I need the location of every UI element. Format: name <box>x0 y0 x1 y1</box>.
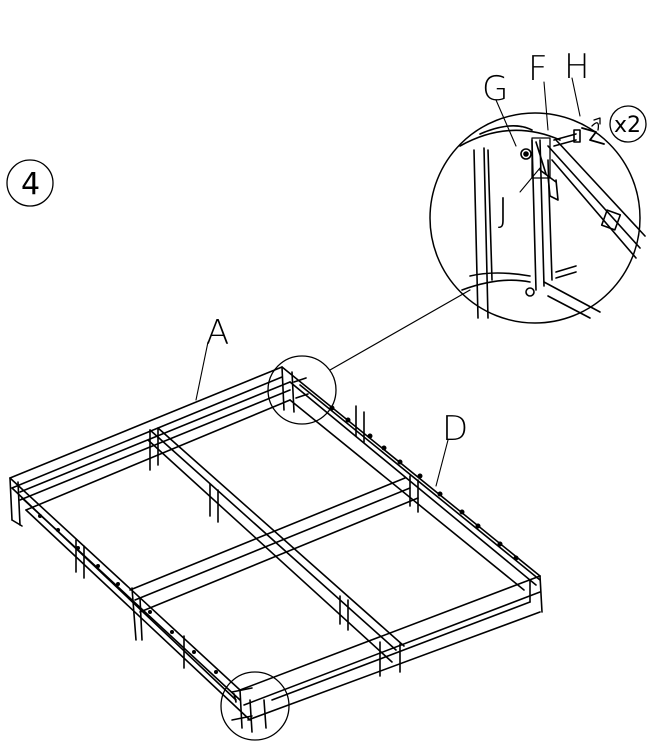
support-block-3 <box>209 483 219 523</box>
support-block-4 <box>339 595 349 631</box>
support-block-1 <box>75 539 85 579</box>
detail-leader-line <box>329 289 471 371</box>
center-spine <box>147 427 405 663</box>
corner-post-front <box>239 689 267 733</box>
back-corner-bolts <box>293 377 309 399</box>
corner-post-left <box>9 477 23 527</box>
label-d: D <box>442 409 468 449</box>
label-j: J <box>498 191 508 231</box>
support-block-6 <box>355 405 365 443</box>
detail-view <box>429 105 647 324</box>
front-rail <box>9 477 241 701</box>
label-g: G <box>482 69 508 109</box>
label-f: F <box>528 49 548 89</box>
label-a: A <box>206 313 229 353</box>
detail-callout-circle-back <box>267 355 337 425</box>
center-cross-rail <box>129 477 419 641</box>
quantity-badge: x2 <box>614 113 641 138</box>
bed-frame <box>9 355 543 741</box>
support-block-5 <box>379 641 401 677</box>
front-corner-bolts <box>231 687 253 721</box>
step-number-badge <box>6 159 54 207</box>
quantity-badge-circle <box>609 105 647 143</box>
detail-callout-circle-front <box>220 671 290 741</box>
side-rail-a <box>9 366 291 501</box>
foot-rail <box>239 575 543 721</box>
label-h: H <box>564 47 590 87</box>
corner-post-back <box>281 366 295 413</box>
label-leaders <box>195 77 581 487</box>
support-block-7 <box>409 475 419 513</box>
step-number: 4 <box>21 167 40 202</box>
side-rail-d <box>281 366 541 586</box>
rail-fasteners <box>38 405 519 674</box>
